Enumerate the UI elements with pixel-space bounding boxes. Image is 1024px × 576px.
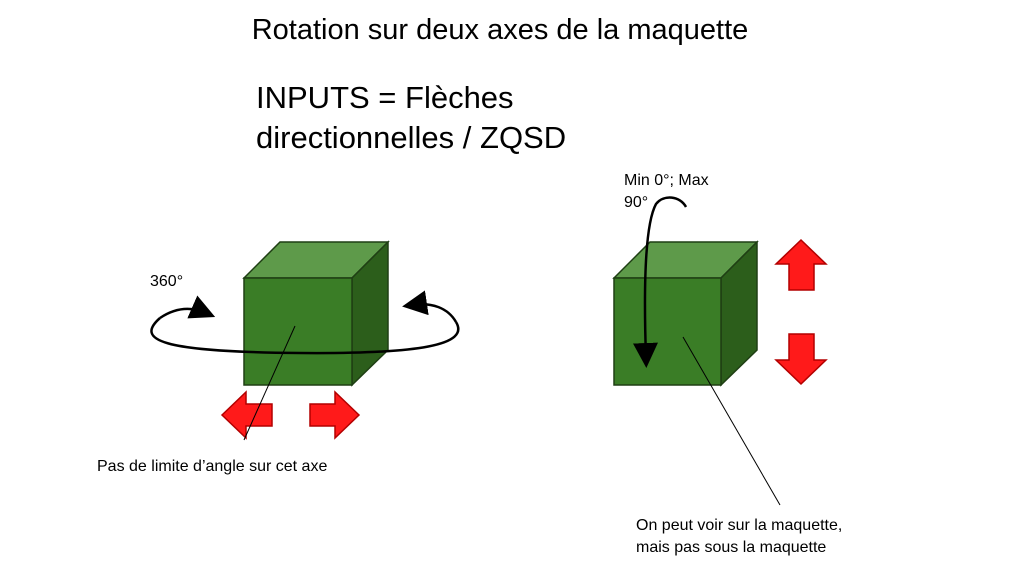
left-rotation-arrow-right	[402, 290, 458, 323]
right-rotation-label-line-2: 90°	[624, 194, 649, 211]
inputs-line-1: INPUTS = Flèches	[256, 80, 514, 115]
right-cube-caption: On peut voir sur la maquette, mais pas s…	[636, 515, 842, 559]
left-caption-leader	[243, 325, 296, 441]
arrow-left-icon	[220, 390, 273, 440]
inputs-description: INPUTS = Flèches directionnelles / ZQSD	[256, 78, 566, 158]
right-rotation-label-line-1: Min 0°; Max	[624, 172, 709, 189]
right-cube-front-face	[613, 277, 722, 386]
left-rotation-label: 360°	[150, 273, 184, 290]
right-rotation-arrow	[632, 196, 688, 368]
left-rotation-arrow-left	[159, 295, 216, 320]
arrow-down-icon	[774, 333, 828, 386]
arrow-up-icon	[774, 238, 828, 291]
right-cube-caption-line-1: On peut voir sur la maquette,	[636, 517, 843, 534]
right-caption-leader	[682, 336, 781, 506]
right-cube-caption-line-2: mais pas sous la maquette	[636, 539, 827, 556]
left-cube-caption: Pas de limite d’angle sur cet axe	[97, 458, 328, 475]
right-cube	[612, 240, 759, 387]
arrow-right-icon	[309, 390, 361, 440]
left-cube	[242, 240, 390, 387]
inputs-line-2: directionnelles / ZQSD	[256, 120, 567, 155]
right-rotation-label: Min 0°; Max 90°	[624, 170, 709, 214]
left-rotation-arc-front	[150, 317, 460, 355]
slide-title: Rotation sur deux axes de la maquette	[251, 14, 749, 46]
left-cube-front-face	[243, 277, 353, 386]
